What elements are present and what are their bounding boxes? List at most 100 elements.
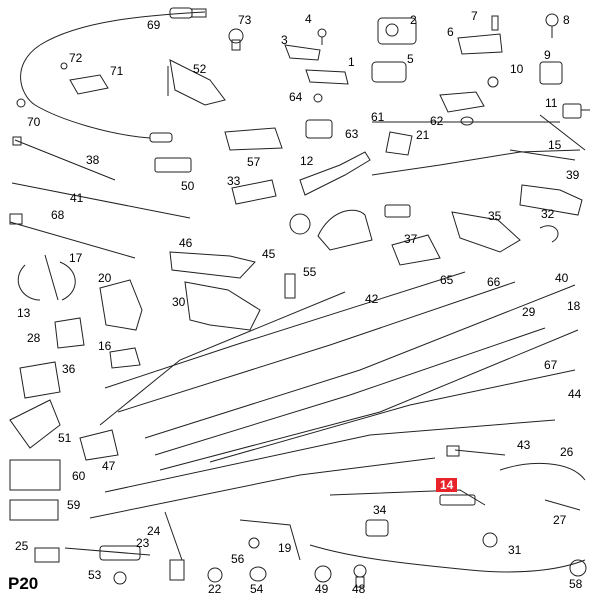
callout-31: 31 [508, 543, 522, 557]
cable-tie-68-icon [10, 214, 135, 258]
callout-3: 3 [281, 33, 288, 47]
bracket-39-icon [520, 185, 582, 215]
sensor-1-icon [306, 70, 348, 84]
callout-40: 40 [555, 271, 569, 285]
clip-strip-59-icon [10, 500, 58, 520]
callout-56: 56 [231, 552, 245, 566]
callout-4: 4 [305, 12, 312, 26]
heat-shield-46-icon [170, 252, 255, 278]
clip-32-icon [540, 226, 558, 242]
bolt-8-icon [546, 14, 558, 38]
seal-62-icon [461, 117, 473, 125]
bolt-7-icon [492, 16, 498, 30]
callout-30: 30 [172, 295, 186, 309]
sensor-19-icon [240, 520, 300, 560]
sensor-14-icon [330, 490, 485, 505]
bolt-64-icon [314, 94, 322, 102]
callout-37: 37 [404, 232, 418, 246]
sensor-harness-18-icon [160, 330, 578, 470]
oxygen-sensor-69-icon [21, 8, 206, 142]
bracket-33-icon [232, 180, 276, 204]
bracket-21-icon [386, 132, 412, 155]
seal-22-icon [208, 568, 222, 582]
sensor-5-icon [372, 62, 406, 82]
callout-38: 38 [86, 153, 100, 167]
callout-6: 6 [447, 25, 454, 39]
callout-9: 9 [544, 48, 551, 62]
hose-13-icon [18, 262, 75, 300]
sensor-27-icon [545, 500, 580, 510]
callout-52: 52 [193, 62, 207, 76]
sensor-11-icon [563, 104, 590, 118]
callout-11: 11 [545, 96, 558, 110]
grommet-56-icon [249, 538, 259, 548]
callout-12: 12 [300, 154, 314, 168]
callout-16: 16 [98, 339, 112, 353]
callout-36: 36 [62, 362, 76, 376]
callout-71: 71 [110, 64, 124, 78]
callout-10: 10 [510, 62, 524, 76]
callout-8: 8 [563, 13, 570, 27]
callout-20: 20 [98, 271, 112, 285]
callout-28: 28 [27, 331, 41, 345]
callout-41: 41 [70, 191, 84, 205]
callout-63: 63 [345, 127, 359, 141]
callout-19: 19 [278, 541, 292, 555]
callout-55: 55 [303, 265, 317, 279]
callout-57: 57 [247, 155, 261, 169]
bracket-6-icon [458, 34, 502, 54]
clip-47-icon [80, 430, 118, 460]
callout-24: 24 [147, 524, 161, 538]
callout-73: 73 [238, 13, 252, 27]
clip-16-icon [110, 348, 140, 368]
callout-43: 43 [517, 438, 531, 452]
callout-72: 72 [69, 51, 83, 65]
sensor-34-icon [366, 520, 388, 536]
callout-14-highlighted[interactable]: 14 [436, 478, 458, 492]
callout-26: 26 [560, 445, 574, 459]
clip-strip-60-icon [10, 460, 60, 490]
callout-1: 1 [348, 55, 355, 69]
bolt-53-icon [114, 572, 126, 584]
bracket-35-icon [452, 212, 520, 252]
callout-13: 13 [17, 306, 31, 320]
bracket-51-icon [10, 400, 60, 448]
callout-42: 42 [365, 292, 379, 306]
grommet-49-icon [315, 566, 331, 582]
callout-66: 66 [487, 275, 501, 289]
callout-50: 50 [181, 179, 195, 193]
sensor-31-icon [483, 533, 497, 547]
callout-23: 23 [136, 536, 150, 550]
sensor-9-icon [540, 62, 562, 84]
callout-60: 60 [72, 469, 86, 483]
callout-34: 34 [373, 503, 387, 517]
screw-70-icon [17, 99, 25, 107]
callout-25: 25 [15, 539, 29, 553]
bracket-45-icon [290, 210, 372, 250]
callout-15: 15 [548, 138, 562, 152]
sensor-3-icon [285, 45, 320, 60]
sensor-15-icon [372, 150, 580, 217]
callout-47: 47 [102, 459, 116, 473]
sensor-63-icon [306, 120, 332, 138]
callout-32: 32 [541, 207, 555, 221]
callout-35: 35 [488, 209, 502, 223]
sensor-2-icon [378, 18, 416, 44]
clip-25-icon [35, 548, 59, 562]
sensor-24-icon [165, 512, 184, 580]
sensor-harness-29-icon [155, 328, 545, 455]
page-code: P20 [8, 574, 39, 593]
sensor-harness-65-icon [105, 272, 465, 388]
callout-29: 29 [522, 305, 536, 319]
bolt-58-icon [570, 560, 586, 576]
bracket-52-icon [168, 60, 225, 105]
sensor-61-icon [440, 92, 484, 112]
callout-62: 62 [430, 114, 444, 128]
sensor-harness-67-icon [210, 370, 575, 462]
sensor-57-icon [225, 128, 282, 150]
callout-17: 17 [69, 251, 83, 265]
seal-54-icon [250, 567, 266, 581]
bracket-37-icon [392, 235, 440, 265]
